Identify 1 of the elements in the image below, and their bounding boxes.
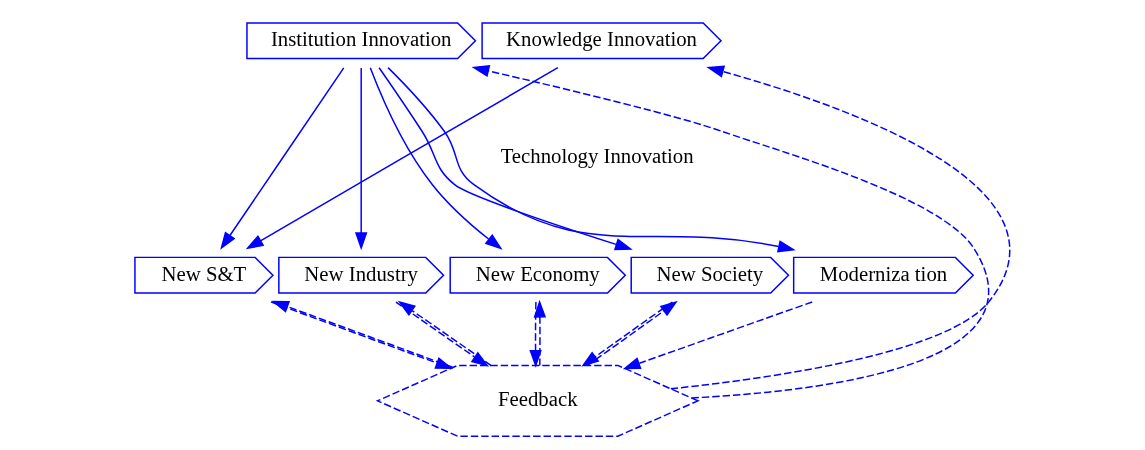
label: Technology Innovation [500,144,694,168]
